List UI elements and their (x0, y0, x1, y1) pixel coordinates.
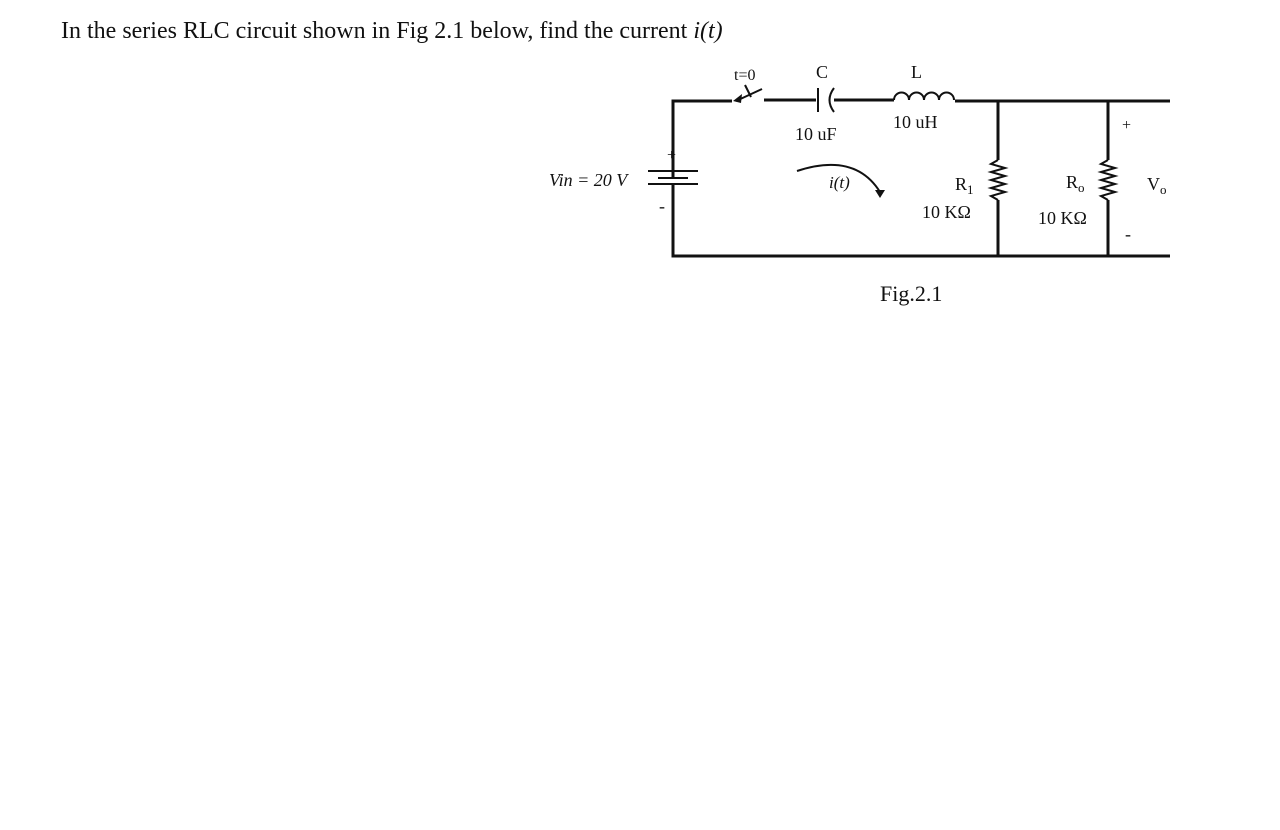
resistor-ro-symbol: Ro 10 KΩ (1038, 159, 1119, 228)
resistor-r1-symbol: R1 10 KΩ (922, 159, 1009, 222)
svg-text:Ro: Ro (1066, 172, 1085, 195)
current-arrow: i(t) (796, 163, 885, 198)
figure-caption: Fig.2.1 (880, 281, 942, 306)
r1-symbol: R (955, 174, 967, 194)
inductor-symbol: L 10 uH (893, 62, 955, 132)
ro-value: 10 KΩ (1038, 208, 1087, 228)
svg-text:R1: R1 (955, 174, 974, 197)
circuit-wires (671, 98, 1170, 258)
vo-symbol: V (1147, 174, 1160, 194)
source-minus: - (659, 196, 665, 216)
source-label: Vin = 20 V (549, 170, 629, 190)
vo-minus: - (1125, 224, 1131, 244)
source-plus: + (667, 147, 676, 164)
inductor-value: 10 uH (893, 112, 938, 132)
svg-text:Vo: Vo (1147, 174, 1167, 197)
current-label: i(t) (829, 173, 850, 192)
question-prefix: In the series RLC circuit shown in Fig 2… (61, 18, 694, 44)
ro-subscript: o (1078, 180, 1085, 195)
inductor-symbol-label: L (911, 62, 922, 82)
vo-plus: + (1122, 117, 1131, 134)
question-variable: i(t) (693, 18, 723, 44)
wire-bottom (671, 184, 1170, 258)
capacitor-value: 10 uF (795, 124, 837, 144)
wire-top-left (671, 99, 732, 178)
r1-subscript: 1 (967, 182, 974, 197)
question-text: In the series RLC circuit shown in Fig 2… (61, 18, 723, 45)
output-voltage-label: + Vo - (1122, 117, 1167, 244)
capacitor-symbol: C 10 uF (795, 62, 837, 144)
ro-symbol: R (1066, 172, 1078, 192)
switch-label: t=0 (734, 67, 755, 84)
switch-symbol: t=0 (733, 67, 763, 103)
vo-subscript: o (1160, 182, 1167, 197)
capacitor-symbol-label: C (816, 62, 828, 82)
voltage-source-symbol: + - Vin = 20 V (549, 147, 698, 216)
r1-value: 10 KΩ (922, 202, 971, 222)
